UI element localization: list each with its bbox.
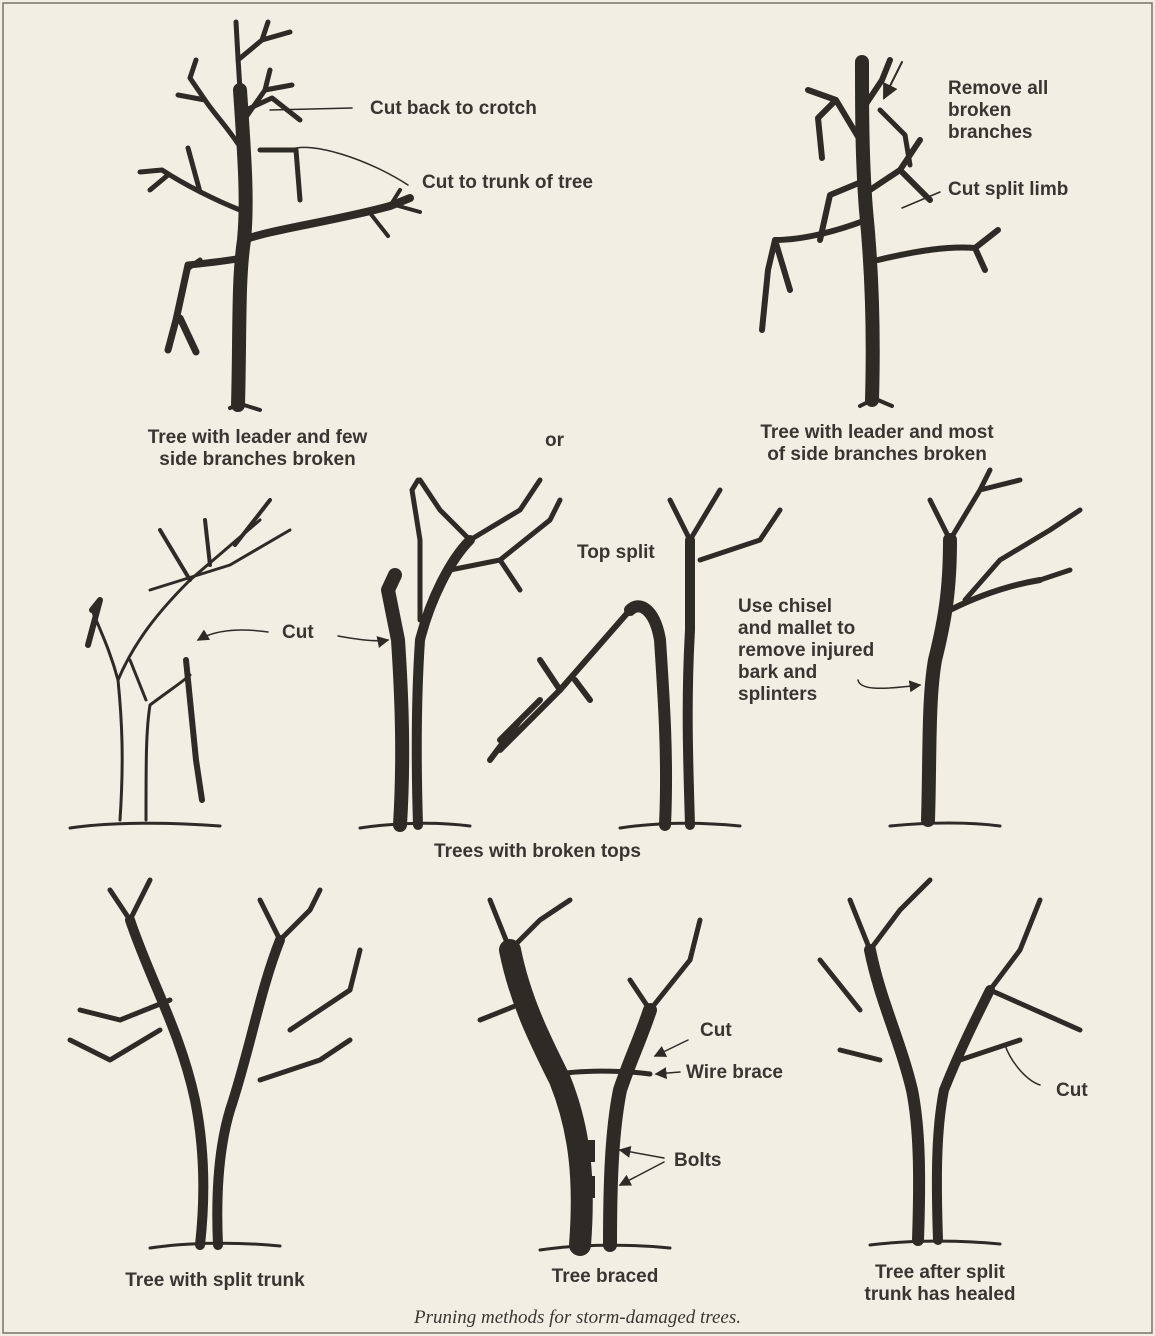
tree-healed — [820, 880, 1080, 1245]
label-or: or — [545, 430, 564, 452]
caption-healed: Tree after split trunk has healed — [840, 1262, 1040, 1306]
label-cut-back-to-crotch: Cut back to crotch — [370, 98, 537, 120]
label-cut-to-trunk: Cut to trunk of tree — [422, 172, 593, 194]
caption-most-branches-broken: Tree with leader and most of side branch… — [736, 422, 1018, 466]
label-remove-broken-branches: Remove all broken branches — [948, 78, 1048, 144]
label-cut-braced: Cut — [700, 1020, 732, 1042]
tree-broken-top-a — [70, 500, 290, 828]
tree-split-trunk — [70, 880, 360, 1248]
tree-few-branches-broken — [140, 22, 420, 410]
tree-broken-top-b — [338, 480, 560, 828]
label-cut-healed: Cut — [1056, 1080, 1088, 1102]
caption-broken-tops: Trees with broken tops — [395, 841, 680, 863]
label-top-split: Top split — [577, 542, 655, 564]
tree-broken-top-c — [490, 490, 780, 828]
tree-broken-top-d — [858, 470, 1080, 826]
label-cut-broken-tops: Cut — [282, 622, 314, 644]
label-cut-split-limb: Cut split limb — [948, 179, 1068, 201]
caption-braced: Tree braced — [520, 1266, 690, 1288]
label-wire-brace: Wire brace — [686, 1062, 783, 1084]
caption-split-trunk: Tree with split trunk — [95, 1270, 335, 1292]
caption-few-branches-broken: Tree with leader and few side branches b… — [120, 427, 395, 471]
tree-braced — [480, 900, 700, 1250]
label-bolts: Bolts — [674, 1150, 722, 1172]
label-chisel-instructions: Use chisel and mallet to remove injured … — [738, 596, 874, 706]
figure-caption: Pruning methods for storm-damaged trees. — [0, 1307, 1155, 1329]
